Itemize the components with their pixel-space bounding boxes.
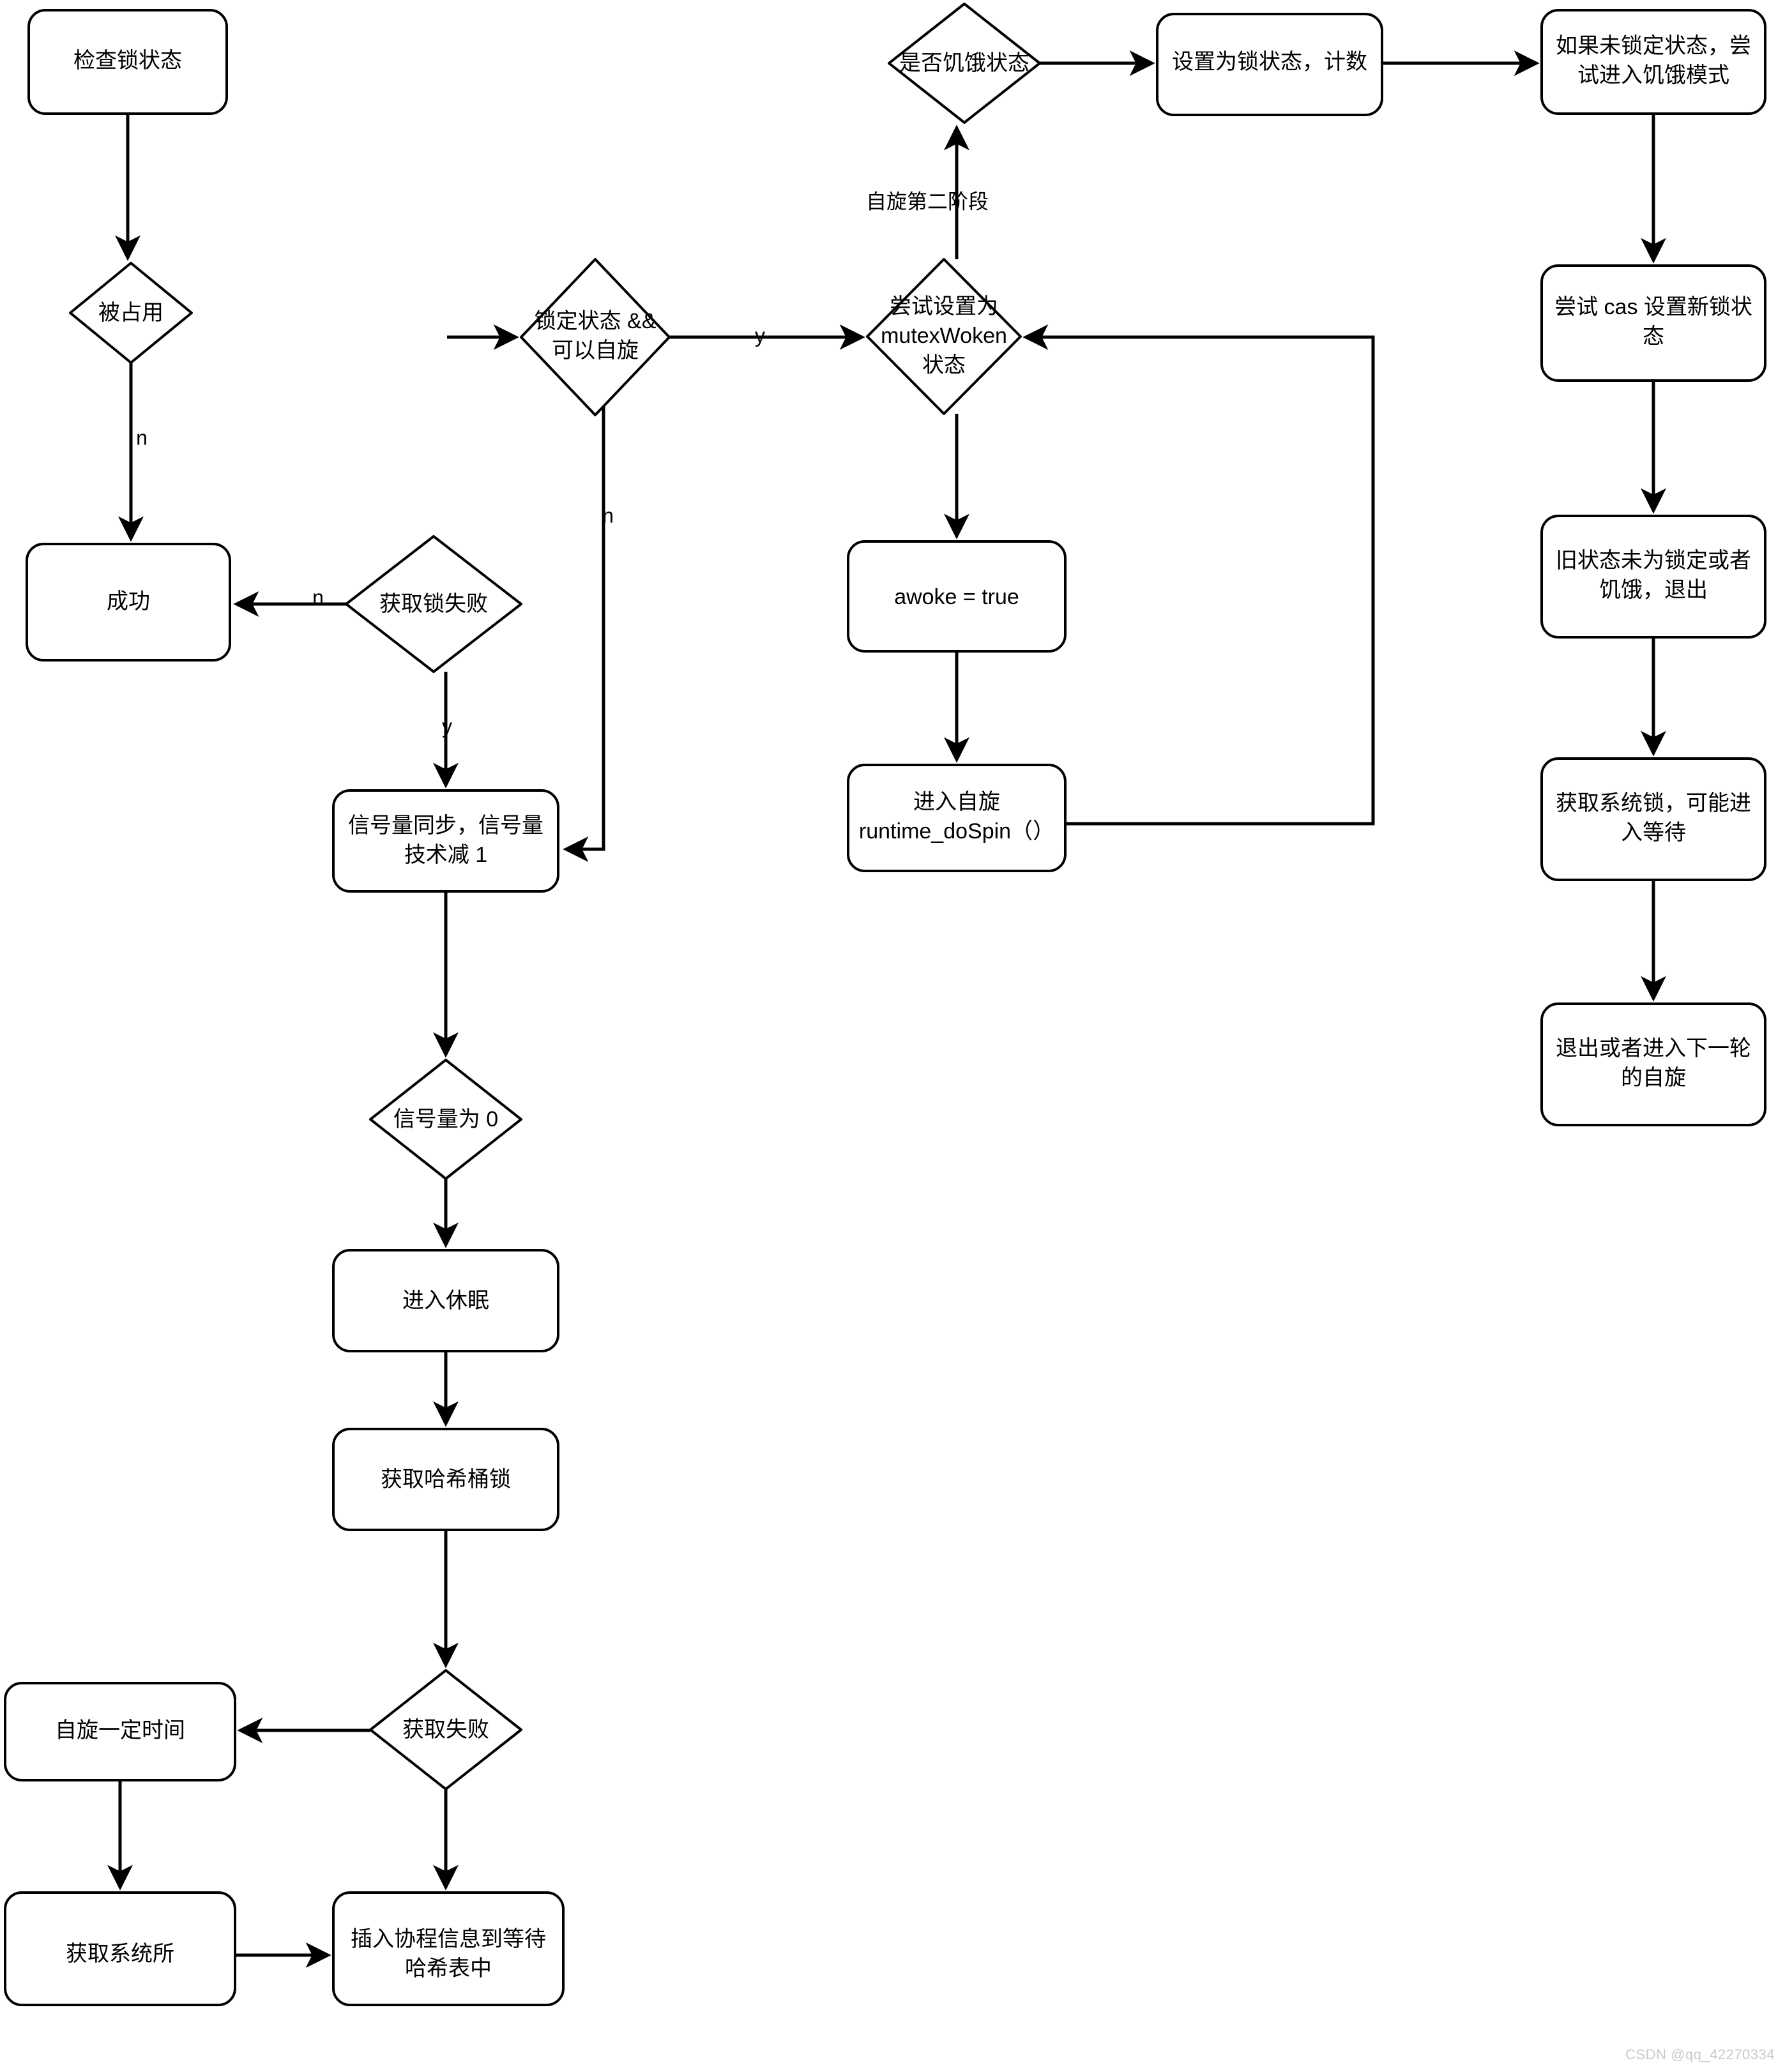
edge-label-occupied-n: n [136, 426, 148, 449]
node-label-line-2: 的自旋 [1621, 1066, 1686, 1090]
node-locked-and-can-spin[interactable]: 锁定状态 && 可以自旋 [520, 258, 671, 416]
node-insert-goroutine-info[interactable]: 插入协程信息到等待 哈希表中 [332, 1891, 565, 2006]
node-acquire-bucket-lock[interactable]: 获取哈希桶锁 [332, 1428, 559, 1531]
node-label-line-2: mutexWoken [881, 324, 1007, 348]
node-shape-diamond[interactable] [520, 258, 671, 416]
edge-canspin-to-sema [563, 373, 605, 862]
node-exit-or-next-spin[interactable]: 退出或者进入下一轮 的自旋 [1540, 1002, 1766, 1126]
edge-label-spin-second-phase: 自旋第二阶段 [866, 190, 989, 213]
node-label: 设置为锁状态，计数 [1172, 50, 1367, 74]
edge-label-canspin-y: y [755, 324, 765, 347]
node-label: 检查锁状态 [73, 49, 182, 73]
node-is-occupied[interactable]: 被占用 [69, 262, 193, 364]
node-label-line-2: 态 [1643, 324, 1664, 349]
node-label-line-1: 信号量同步，信号量 [348, 813, 543, 838]
node-label: 进入休眠 [402, 1289, 489, 1313]
node-enter-sleep[interactable]: 进入休眠 [332, 1249, 559, 1352]
node-label-line-2: 可以自旋 [552, 338, 639, 363]
node-shape-diamond[interactable] [866, 258, 1022, 415]
node-label-line-1: 退出或者进入下一轮 [1556, 1036, 1751, 1061]
node-label: 获取失败 [402, 1718, 489, 1742]
node-shape-rounded-rect[interactable] [332, 1428, 559, 1531]
node-spin-some-time[interactable]: 自旋一定时间 [4, 1682, 236, 1781]
node-label: 获取锁失败 [379, 592, 488, 616]
node-check-lock-state[interactable]: 检查锁状态 [27, 9, 228, 115]
node-label-line-1: 如果未锁定状态，尝 [1556, 34, 1751, 58]
node-label: 成功 [107, 589, 150, 614]
node-enter-spin-dospin[interactable]: 进入自旋 runtime_doSpin（） [847, 764, 1067, 872]
node-try-enter-starving[interactable]: 如果未锁定状态，尝 试进入饥饿模式 [1540, 9, 1766, 115]
node-shape-rounded-rect[interactable] [4, 1891, 236, 2006]
node-label-line-1: 尝试设置为 [890, 294, 998, 319]
node-label-line-1: 尝试 cas 设置新锁状 [1554, 295, 1752, 319]
node-label-line-1: 旧状态未为锁定或者 [1556, 548, 1751, 573]
node-shape-rounded-rect[interactable] [332, 1249, 559, 1352]
node-label-line-1: 进入自旋 [913, 790, 1000, 814]
node-shape-rounded-rect[interactable] [1540, 757, 1766, 881]
node-label-line-1: 插入协程信息到等待 [351, 1927, 546, 1951]
node-shape-diamond[interactable] [369, 1669, 522, 1790]
node-label-line-3: 状态 [922, 353, 966, 377]
node-label-line-2: runtime_doSpin（） [859, 819, 1054, 843]
node-label: 获取系统所 [66, 1942, 174, 1966]
node-sema-sync-dec[interactable]: 信号量同步，信号量 技术减 1 [332, 789, 559, 893]
node-shape-rounded-rect[interactable] [332, 789, 559, 893]
node-shape-rounded-rect[interactable] [1540, 264, 1766, 382]
edge-label-lockfail-n: n [312, 586, 324, 609]
node-label-line-1: 锁定状态 && [535, 309, 657, 333]
node-label: 是否饥饿状态 [899, 51, 1029, 75]
node-shape-rounded-rect[interactable] [1156, 13, 1383, 116]
csdn-watermark: CSDN @qq_42270334 [1625, 2046, 1775, 2062]
node-label-line-2: 饥饿，退出 [1599, 578, 1708, 602]
node-shape-rounded-rect[interactable] [26, 543, 231, 662]
edge-label-layer: n n y y n 自旋第二阶段 [136, 190, 989, 737]
node-shape-rounded-rect[interactable] [847, 540, 1067, 653]
node-try-set-mutex-woken[interactable]: 尝试设置为 mutexWoken 状态 [866, 258, 1022, 415]
node-shape-diamond[interactable] [69, 262, 193, 364]
node-is-starving-state[interactable]: 是否饥饿状态 [888, 3, 1041, 124]
node-label-line-1: 获取系统锁，可能进 [1556, 791, 1751, 815]
node-label-line-2: 试进入饥饿模式 [1577, 63, 1729, 87]
node-label-line-2: 技术减 1 [404, 843, 487, 867]
node-label-line-2: 哈希表中 [405, 1956, 492, 1981]
node-label-line-2: 入等待 [1621, 820, 1686, 845]
node-shape-rounded-rect[interactable] [1540, 515, 1766, 639]
node-shape-rounded-rect[interactable] [1540, 1002, 1766, 1126]
node-label: 获取哈希桶锁 [381, 1467, 511, 1492]
node-shape-diamond[interactable] [369, 1059, 522, 1180]
node-shape-rounded-rect[interactable] [332, 1891, 565, 2006]
edge-label-canspin-n: n [602, 504, 614, 527]
edge-dospin-to-mutexwoken [1022, 324, 1375, 826]
edge-layer [107, 50, 1666, 1968]
node-label: 被占用 [98, 301, 163, 325]
node-label: awoke = true [894, 585, 1019, 609]
node-set-lock-state-count[interactable]: 设置为锁状态，计数 [1156, 13, 1383, 116]
edge-label-lockfail-y: y [442, 715, 452, 737]
node-sema-is-zero[interactable]: 信号量为 0 [369, 1059, 522, 1180]
node-shape-rounded-rect[interactable] [4, 1682, 236, 1781]
node-shape-rounded-rect[interactable] [847, 764, 1067, 872]
node-shape-rounded-rect[interactable] [27, 9, 228, 115]
node-acquire-failed[interactable]: 获取失败 [369, 1669, 522, 1790]
node-shape-diamond[interactable] [888, 3, 1041, 124]
node-layer: 检查锁状态 被占用 成功 获取锁失败 锁定状态 && 可以自旋 [4, 3, 1766, 2006]
node-awoke-true[interactable]: awoke = true [847, 540, 1067, 653]
node-acquire-lock-failed[interactable]: 获取锁失败 [345, 535, 522, 673]
node-old-state-not-locked[interactable]: 旧状态未为锁定或者 饥饿，退出 [1540, 515, 1766, 639]
node-success[interactable]: 成功 [26, 543, 231, 662]
node-cas-new-lock-state[interactable]: 尝试 cas 设置新锁状 态 [1540, 264, 1766, 382]
node-acquire-sys-lock-wait[interactable]: 获取系统锁，可能进 入等待 [1540, 757, 1766, 881]
node-shape-diamond[interactable] [345, 535, 522, 673]
node-label: 信号量为 0 [393, 1107, 498, 1131]
node-shape-rounded-rect[interactable] [1540, 9, 1766, 115]
node-label: 自旋一定时间 [55, 1718, 185, 1743]
node-acquire-system-lock[interactable]: 获取系统所 [4, 1891, 236, 2006]
